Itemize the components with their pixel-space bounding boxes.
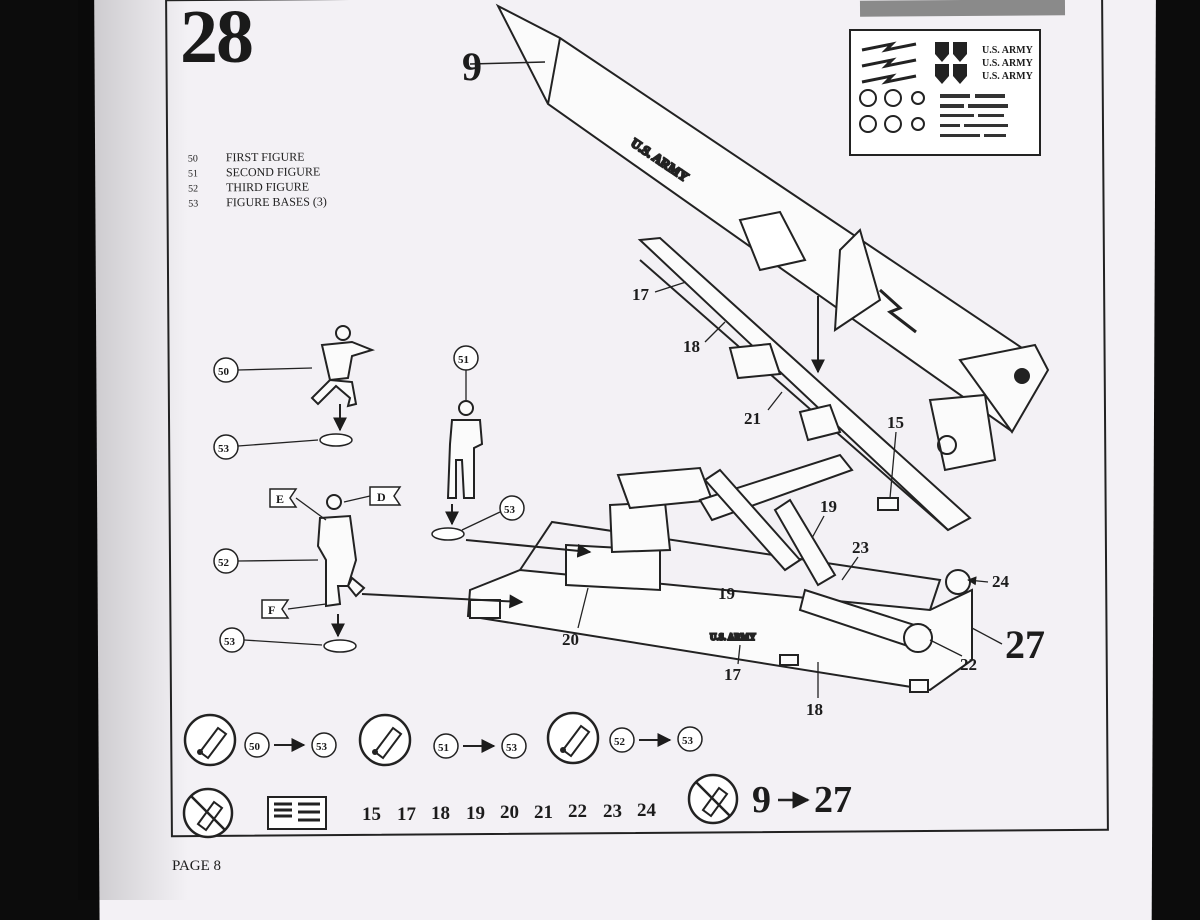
page-label: PAGE 8: [172, 858, 222, 874]
glue-steps: 50 53 51 53 52 53: [183, 711, 703, 767]
decal-text: U.S. ARMY: [982, 45, 1034, 56]
callout-platform-20: 20: [562, 630, 579, 649]
callout-circle: [501, 733, 527, 759]
callout-rail-17-lower: 17: [724, 665, 742, 684]
decal-text: U.S. ARMY: [982, 71, 1034, 82]
decal-sheet-icon: [267, 796, 327, 830]
callout-arm-19: 19: [820, 497, 837, 516]
callout-strut-15: 15: [887, 413, 904, 432]
no-glue-part: 20: [500, 802, 519, 823]
glue-to: 53: [316, 741, 328, 753]
glue-from: 51: [438, 742, 449, 754]
no-glue-part: 19: [466, 803, 485, 824]
figure-51: [446, 400, 484, 499]
callout-figure-51: 51: [458, 354, 469, 366]
no-glue-range-to: 27: [814, 779, 852, 821]
callout-figure-50: 50: [218, 366, 230, 378]
callout-base-27: 27: [1005, 622, 1045, 667]
callout-circle: [213, 434, 239, 460]
no-glue-row: 15 17 18 19 20 21 22 23 24 9 27: [182, 773, 852, 839]
callout-rail-18: 18: [683, 337, 700, 356]
flag-label-f: F: [268, 603, 275, 617]
callout-base-53-a: 53: [218, 443, 230, 455]
figure-base: [319, 433, 353, 447]
callout-rail-18-lower: 18: [806, 700, 823, 719]
step-number: 28: [180, 0, 254, 79]
figure-50: [310, 325, 376, 408]
no-glue-part: 15: [362, 804, 381, 825]
lightning-decal-icon: [861, 41, 917, 85]
callout-circle: [499, 495, 525, 521]
glue-tube-icon: [546, 711, 600, 765]
callout-circle: [609, 727, 635, 753]
callout-base-53-b: 53: [504, 504, 516, 516]
flag-label-e: E: [276, 492, 284, 506]
small-decals: [940, 94, 1008, 137]
figure-base: [431, 527, 465, 541]
glue-from: 52: [614, 736, 626, 748]
flag-d: D: [343, 486, 402, 506]
launcher-base: U.S. ARMY: [466, 453, 973, 693]
decal-sheet: U.S. ARMY U.S. ARMY U.S. ARMY: [849, 29, 1041, 156]
no-glue-part: 24: [637, 800, 657, 821]
callout-figure-52: 52: [218, 557, 230, 569]
flag-label-d: D: [377, 490, 386, 504]
glue-to: 53: [506, 742, 518, 754]
no-glue-part: 18: [431, 803, 450, 824]
roundel-decal-icon: [859, 89, 925, 133]
glue-from: 50: [249, 741, 261, 753]
callout-arm-23: 23: [852, 538, 869, 557]
callout-pivot-24: 24: [992, 572, 1010, 591]
no-glue-icon: [182, 787, 234, 839]
decal-text: U.S. ARMY: [982, 58, 1034, 69]
missile: U.S. ARMY: [495, 3, 1050, 472]
glue-to: 53: [682, 735, 694, 747]
callout-circle: [677, 726, 703, 752]
assembly-diagram: U.S. ARMY U.S. ARMY U.S. ARMY U.S. ARMY …: [182, 3, 1050, 839]
callout-missile: 9: [462, 44, 482, 89]
callout-circle: [244, 732, 270, 758]
shield-decal-icon: [935, 42, 967, 84]
callout-base-53-c: 53: [224, 636, 236, 648]
launch-rail: [637, 236, 972, 532]
callout-clamp-21: 21: [744, 409, 761, 428]
flag-f: F: [261, 599, 327, 619]
no-glue-range-from: 9: [752, 779, 771, 821]
glue-tube-icon: [183, 713, 237, 767]
no-glue-icon: [687, 773, 739, 825]
no-glue-part: 21: [534, 802, 553, 823]
callout-axle-22: 22: [960, 655, 977, 674]
no-glue-part: 22: [568, 801, 587, 822]
figure-base: [323, 639, 357, 653]
callout-circle: [433, 733, 459, 759]
base-text: U.S. ARMY: [710, 632, 756, 642]
flag-e: E: [269, 488, 327, 521]
no-glue-part: 17: [397, 804, 417, 825]
glue-tube-icon: [358, 713, 412, 767]
callout-frame-19: 19: [718, 584, 735, 603]
no-glue-part: 23: [603, 801, 622, 822]
figure-52: [316, 494, 366, 608]
callout-rail-17: 17: [632, 285, 650, 304]
callout-circle: [311, 732, 337, 758]
